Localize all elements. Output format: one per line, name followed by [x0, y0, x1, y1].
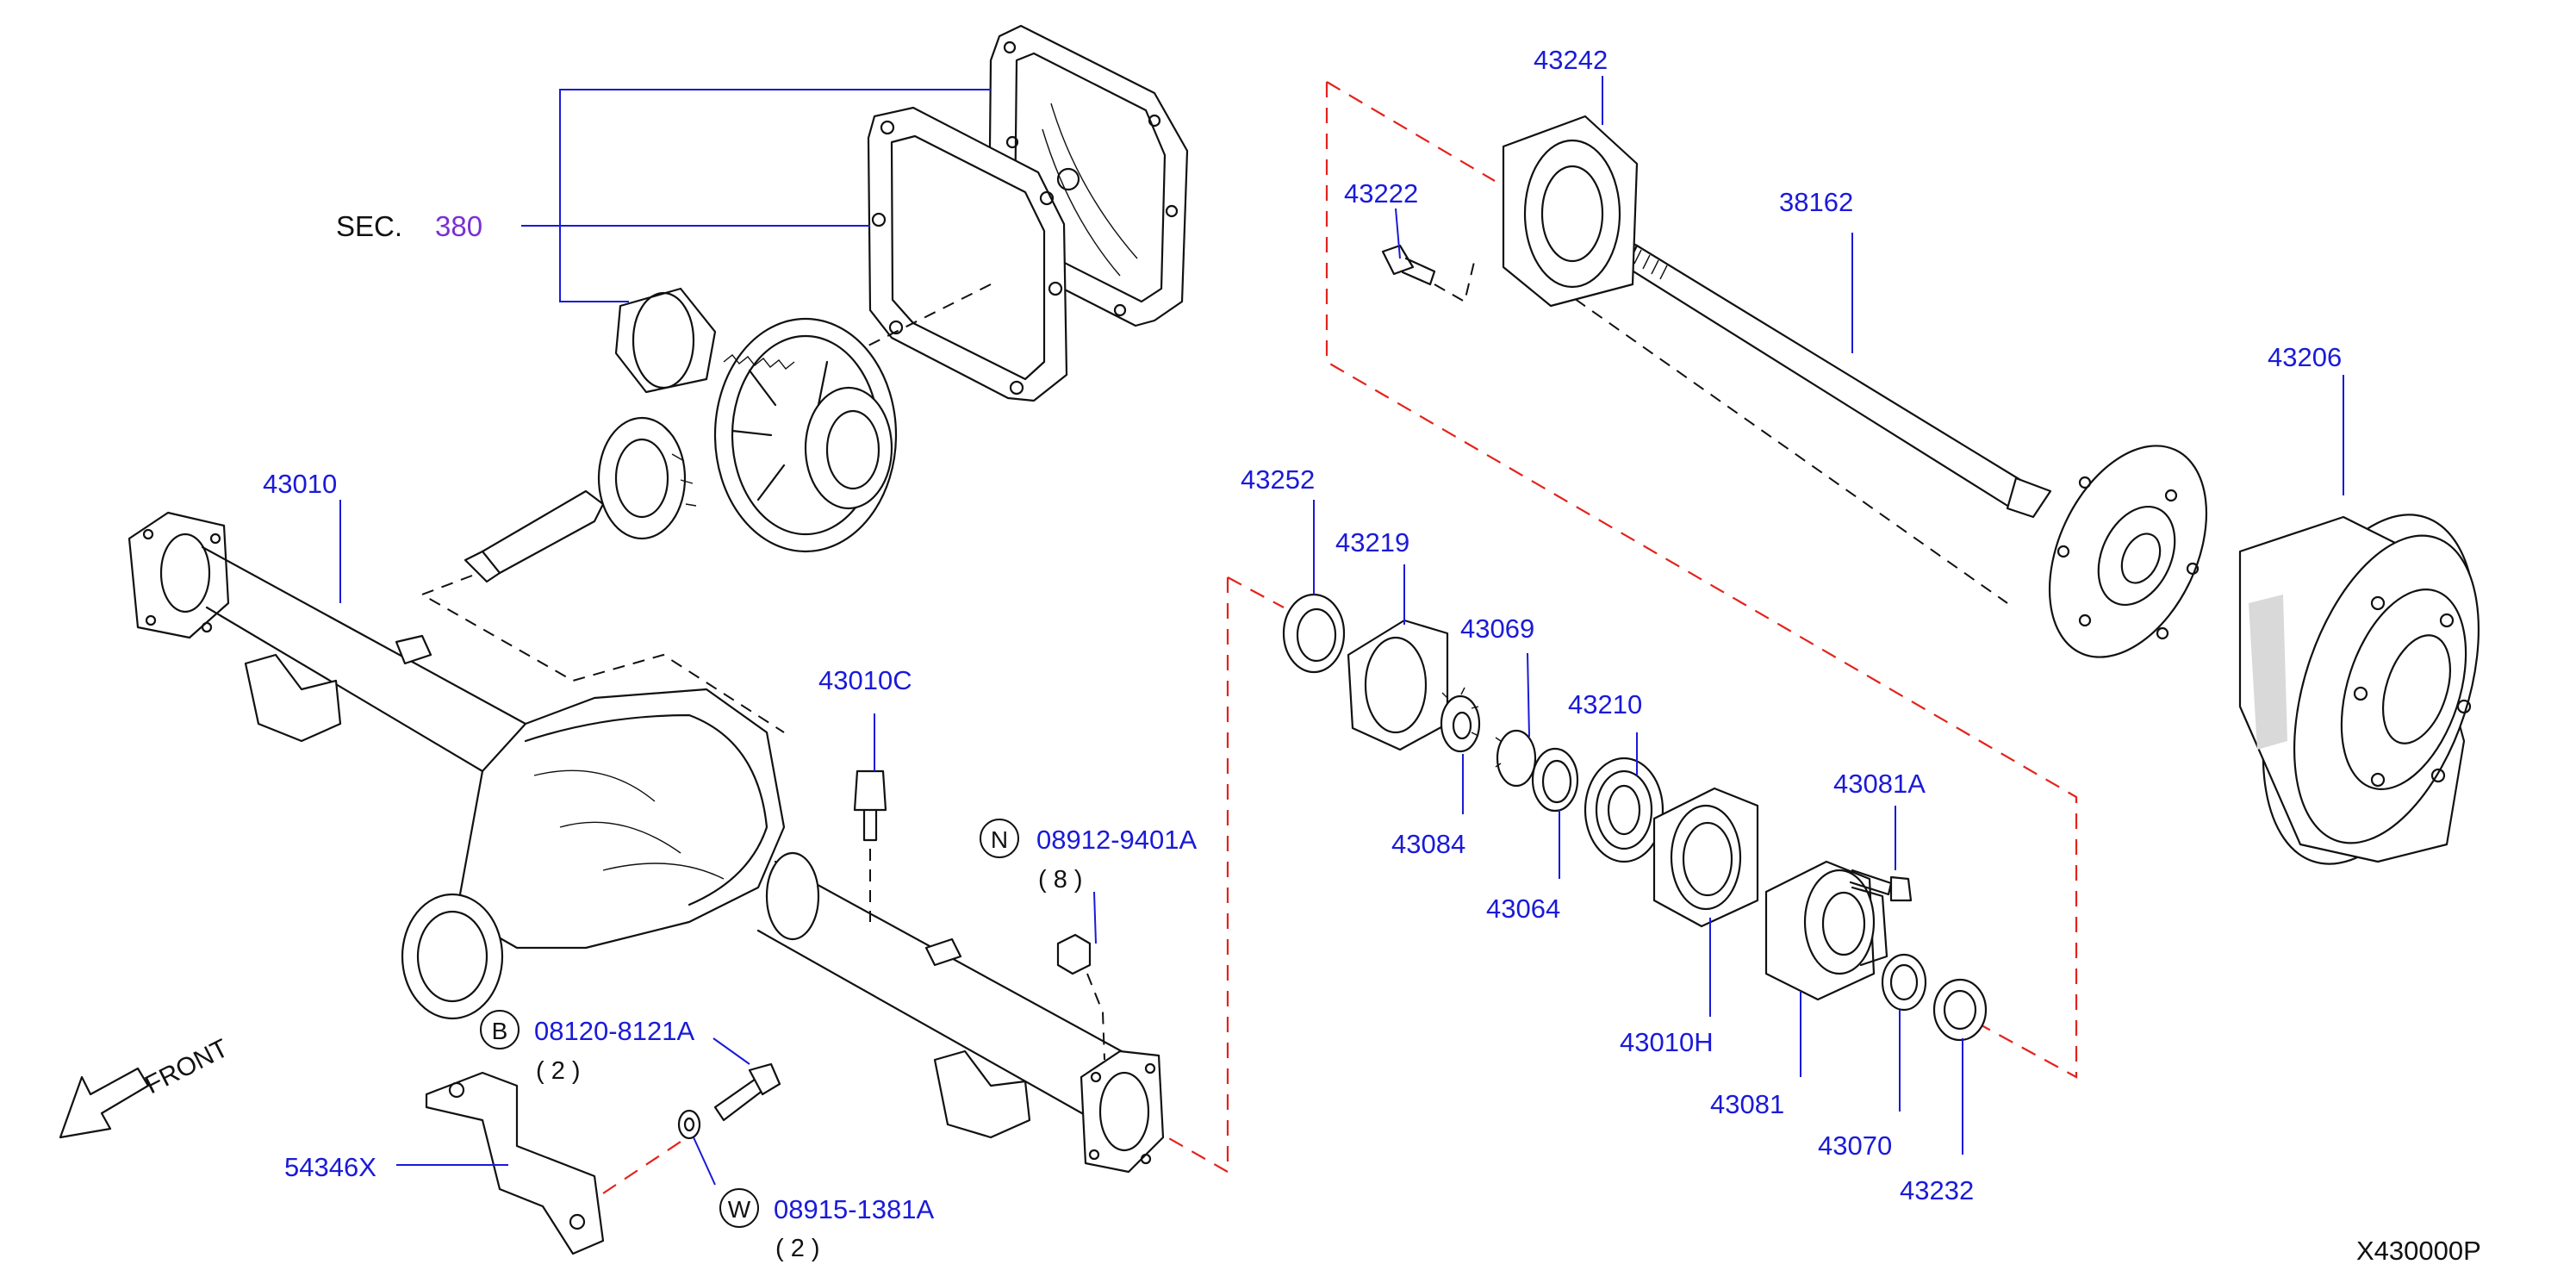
nut: [1056, 933, 1105, 1061]
label-43084[interactable]: 43084: [1391, 829, 1465, 859]
brake-drum: [2238, 514, 2480, 865]
badge-circle-n: [980, 819, 1019, 858]
leader-lines: [339, 76, 2344, 1186]
label-43242[interactable]: 43242: [1534, 45, 1608, 75]
hub-spacer-plate: [1652, 787, 1759, 928]
badge-n: N: [991, 826, 1008, 853]
label-43081[interactable]: 43081: [1710, 1089, 1784, 1119]
differential-carrier: [464, 283, 992, 583]
label-43081A[interactable]: 43081A: [1833, 769, 1926, 799]
label-54346X[interactable]: 54346X: [284, 1152, 376, 1182]
axle-shaft: [1507, 240, 2208, 658]
bracket-cut-line: [602, 1141, 681, 1194]
section-prefix: SEC.: [336, 210, 402, 242]
axle-housing: [128, 511, 1165, 1174]
label-08120-8121A[interactable]: 08120-8121A: [534, 1016, 694, 1046]
callout-bolt: B 08120-8121A ( 2 ): [480, 1010, 694, 1085]
label-08912-9401A[interactable]: 08912-9401A: [1036, 825, 1197, 855]
label-43010C[interactable]: 43010C: [818, 665, 912, 695]
bearing-spacer: [1881, 953, 1927, 1012]
section-number[interactable]: 380: [435, 210, 482, 242]
badge-circle-w: [719, 1188, 759, 1228]
differential-cover-gasket: [867, 106, 1068, 402]
bolt: [713, 1062, 781, 1122]
label-43252[interactable]: 43252: [1241, 464, 1315, 495]
label-43219[interactable]: 43219: [1335, 527, 1409, 557]
badge-b: B: [492, 1018, 508, 1044]
label-43064[interactable]: 43064: [1486, 894, 1560, 924]
section-bracket: [521, 89, 991, 302]
label-43070[interactable]: 43070: [1818, 1130, 1892, 1161]
oil-seal-inner: [1282, 593, 1346, 674]
label-43010[interactable]: 43010: [263, 469, 337, 499]
wheel-bearing: [1584, 757, 1664, 863]
label-08915-1381A[interactable]: 08915-1381A: [774, 1194, 934, 1224]
label-43010H[interactable]: 43010H: [1620, 1027, 1714, 1057]
axle-end-group-outline: [1167, 576, 1285, 1174]
hub-gasket: [1347, 619, 1449, 751]
hub-stud: [1849, 869, 1913, 902]
qty-nut: ( 8 ): [1038, 866, 1083, 894]
bracket: [425, 1071, 605, 1255]
oil-seal-outer: [1932, 978, 1988, 1042]
badge-circle-b: [480, 1010, 520, 1049]
front-arrow-icon: [59, 1067, 150, 1139]
qty-bolt: ( 2 ): [536, 1057, 581, 1085]
hub-group-outline: [1325, 81, 2078, 1079]
label-43222[interactable]: 43222: [1344, 178, 1418, 209]
hub-bolt: [1381, 244, 1476, 303]
badge-w: W: [728, 1196, 751, 1223]
label-43069[interactable]: 43069: [1460, 613, 1534, 644]
label-43206[interactable]: 43206: [2268, 342, 2342, 372]
lock-washer: [1440, 687, 1481, 753]
callout-washer: W 08915-1381A ( 2 ): [719, 1188, 934, 1262]
washer: [677, 1109, 701, 1140]
label-43210[interactable]: 43210: [1568, 689, 1642, 719]
label-38162[interactable]: 38162: [1779, 187, 1853, 217]
spacer-washer: [1495, 729, 1537, 788]
retaining-ring: [1531, 747, 1579, 813]
wheel-hub: [1764, 860, 1888, 1001]
callout-nut: N 08912-9401A ( 8 ): [980, 819, 1197, 894]
breather-plug: [853, 769, 887, 922]
front-label: FRONT: [140, 1034, 233, 1099]
diagram-id: X430000P: [2356, 1236, 2481, 1266]
label-43232[interactable]: 43232: [1900, 1175, 1974, 1205]
qty-washer: ( 2 ): [775, 1235, 820, 1262]
bearing-retainer-plate: [1502, 115, 1639, 308]
